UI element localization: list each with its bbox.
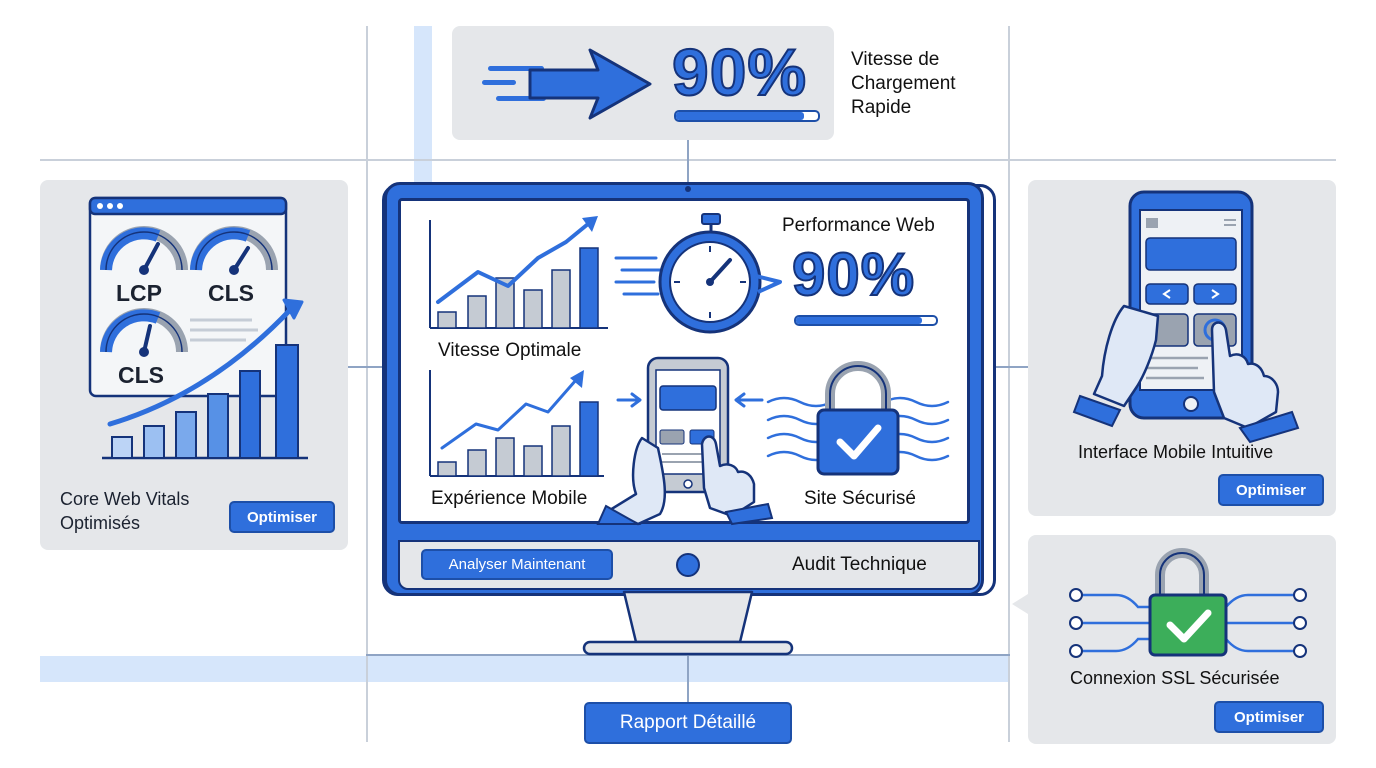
detailed-report-button[interactable]: Rapport Détaillé xyxy=(584,702,792,744)
speed-cell-label: Vitesse Optimale xyxy=(438,340,582,361)
screen-illustrations xyxy=(429,213,950,526)
stopwatch-icon xyxy=(614,213,782,334)
gauge-label-cls: CLS xyxy=(118,362,164,388)
growth-chart-icon xyxy=(429,370,604,477)
secure-cell-label: Site Sécurisé xyxy=(804,488,916,509)
gauge-label-cls: CLS xyxy=(208,280,254,306)
padlock-icon xyxy=(766,361,950,476)
core-web-vitals-title: Core Web Vitals Optimisés xyxy=(60,489,190,533)
performance-title: Performance Web xyxy=(782,215,935,236)
circuit-icon xyxy=(1080,593,1294,653)
ssl-connection-panel: Connexion SSL Sécurisée Optimiser xyxy=(1028,535,1336,744)
mobile-cell-label: Expérience Mobile xyxy=(431,488,588,509)
core-web-vitals-panel: LCP CLS CLS Core Web Vitals Optimisés Op… xyxy=(40,180,348,550)
gauge-icon xyxy=(100,308,188,357)
performance-percent: 90% xyxy=(791,241,916,309)
audit-technique-label: Audit Technique xyxy=(792,554,927,575)
mobile-interface-panel: Interface Mobile Intuitive Optimiser xyxy=(1028,180,1336,516)
hand-icon xyxy=(596,435,774,526)
ssl-panel-pointer xyxy=(1012,594,1028,614)
speed-arrow-icon xyxy=(482,48,652,120)
growth-chart-icon xyxy=(429,216,608,329)
loading-speed-label: Vitesse de Chargement Rapide xyxy=(851,49,956,118)
mobile-illustration xyxy=(1072,190,1300,444)
optimize-mobile-button[interactable]: Optimiser xyxy=(1218,474,1324,506)
hand-icon xyxy=(1072,304,1300,444)
power-button[interactable] xyxy=(676,553,700,577)
optimize-core-web-vitals-button[interactable]: Optimiser xyxy=(229,501,335,533)
loading-speed-progress-bar xyxy=(674,110,820,122)
webcam-icon xyxy=(685,186,691,192)
padlock-icon xyxy=(1148,548,1228,657)
loading-speed-banner: 90% xyxy=(452,26,834,140)
ssl-connection-title: Connexion SSL Sécurisée xyxy=(1070,668,1280,688)
mobile-interface-title: Interface Mobile Intuitive xyxy=(1078,442,1274,462)
gauge-label-lcp: LCP xyxy=(116,280,162,306)
analyze-now-button[interactable]: Analyser Maintenant xyxy=(421,549,613,580)
performance-progress-bar xyxy=(794,315,938,326)
loading-speed-percent: 90% xyxy=(671,35,808,109)
optimize-ssl-button[interactable]: Optimiser xyxy=(1214,701,1324,733)
gauge-icon xyxy=(100,226,188,275)
monitor-stand xyxy=(582,590,794,656)
ssl-illustration xyxy=(1069,548,1307,658)
gauge-icon xyxy=(190,226,278,275)
core-web-vitals-illustration xyxy=(88,196,308,460)
